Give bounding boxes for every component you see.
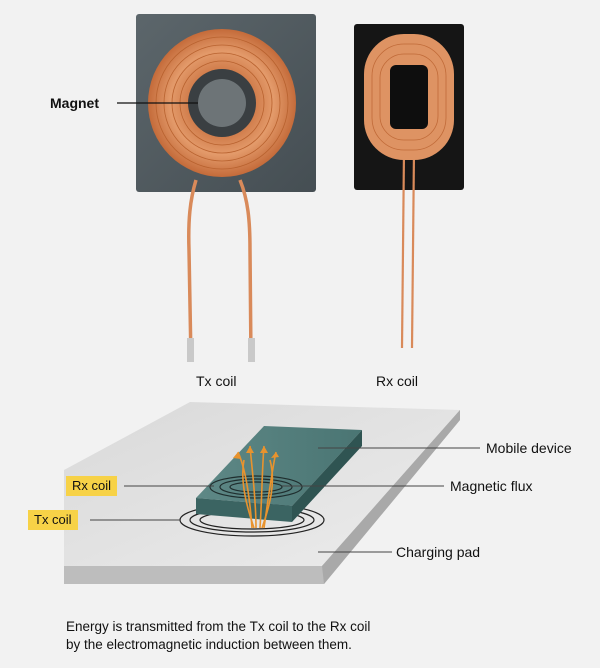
rx-lead-right bbox=[410, 149, 416, 349]
rx-coil-ring-outer bbox=[209, 475, 303, 499]
mobile-device-top bbox=[196, 426, 362, 506]
magnet-label: Magnet bbox=[50, 95, 99, 111]
tx-lead-tip-right bbox=[248, 338, 255, 362]
rx-coil-ring-mid bbox=[219, 478, 293, 496]
tx-lead-right bbox=[238, 179, 253, 361]
charging-pad-label: Charging pad bbox=[396, 544, 480, 560]
caption-line-2: by the electromagnetic induction between… bbox=[66, 637, 352, 652]
tx-lead-tip-left bbox=[187, 338, 194, 362]
magnet-core bbox=[198, 79, 246, 127]
magnetic-flux-label: Magnetic flux bbox=[450, 478, 532, 494]
tx-lead-left bbox=[187, 179, 198, 361]
rx-coil-photo: Rx coil bbox=[354, 24, 464, 389]
charging-pad-side bbox=[64, 410, 460, 584]
rx-coil-label: Rx coil bbox=[376, 373, 418, 389]
rx-coil-ring-inner bbox=[229, 481, 283, 493]
rx-coil-tag: Rx coil bbox=[66, 476, 118, 496]
tx-coil-label: Tx coil bbox=[196, 373, 236, 389]
rx-lead-left bbox=[400, 149, 406, 349]
mobile-device-label: Mobile device bbox=[486, 440, 572, 456]
magnetic-flux-arrowheads bbox=[233, 446, 279, 459]
tx-coil-tag: Tx coil bbox=[28, 510, 78, 530]
mobile-device-side bbox=[292, 430, 362, 522]
caption-line-1: Energy is transmitted from the Tx coil t… bbox=[66, 619, 371, 634]
charging-illustration: Mobile device Magnetic flux Charging pad bbox=[64, 402, 572, 584]
caption: Energy is transmitted from the Tx coil t… bbox=[66, 618, 566, 654]
rx-coil-center bbox=[390, 65, 428, 129]
tx-coil-photo: Magnet Tx coil bbox=[50, 14, 316, 389]
